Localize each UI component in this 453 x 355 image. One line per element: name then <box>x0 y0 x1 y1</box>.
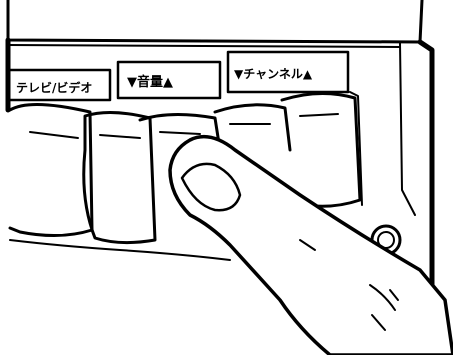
label-box-tv-video <box>8 68 112 102</box>
button-row <box>8 91 363 245</box>
volume-label: ▼音量▲ <box>127 74 173 90</box>
channel-label: ▼チャンネル▲ <box>234 67 313 81</box>
pointing-finger <box>168 134 453 355</box>
label-box-channel <box>226 50 350 94</box>
remote-casing <box>5 0 435 355</box>
label-box-volume <box>116 60 222 100</box>
tv-video-label: テレビ/ビデオ <box>16 80 92 95</box>
